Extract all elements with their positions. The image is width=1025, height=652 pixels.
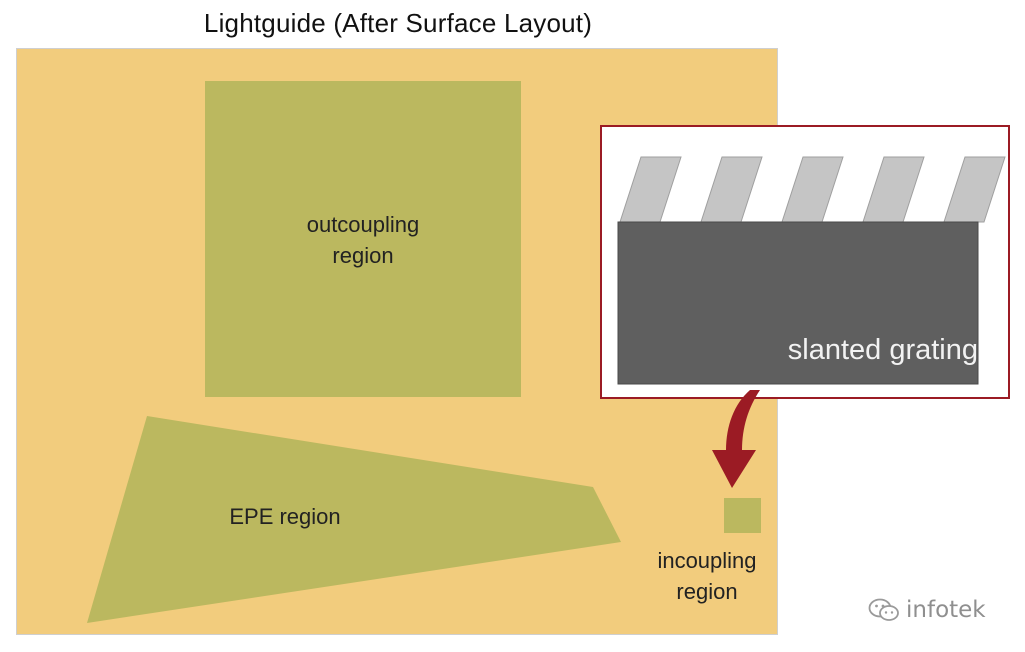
watermark-text: infotek: [906, 597, 986, 623]
outcoupling-region: [205, 81, 521, 397]
epe-region: [87, 416, 621, 623]
watermark: infotek: [868, 595, 986, 625]
epe-region-label: EPE region: [229, 504, 341, 529]
grating-substrate: [617, 221, 979, 385]
grating-ridge: [700, 156, 763, 223]
slanted-grating-label: slanted grating: [787, 334, 978, 366]
grating-ridge: [781, 156, 844, 223]
wechat-icon: [868, 598, 899, 621]
grating-ridge: [943, 156, 1006, 223]
grating-ridge: [619, 156, 682, 223]
pointer-arrow: [712, 390, 760, 488]
incoupling-region-label: incoupling region: [657, 548, 757, 604]
outcoupling-region-label: outcoupling region: [306, 212, 420, 268]
incoupling-region: [724, 498, 761, 533]
diagram-title: Lightguide (After Surface Layout): [203, 8, 593, 38]
grating-ridge: [862, 156, 925, 223]
grating-ridges: [619, 156, 1006, 223]
